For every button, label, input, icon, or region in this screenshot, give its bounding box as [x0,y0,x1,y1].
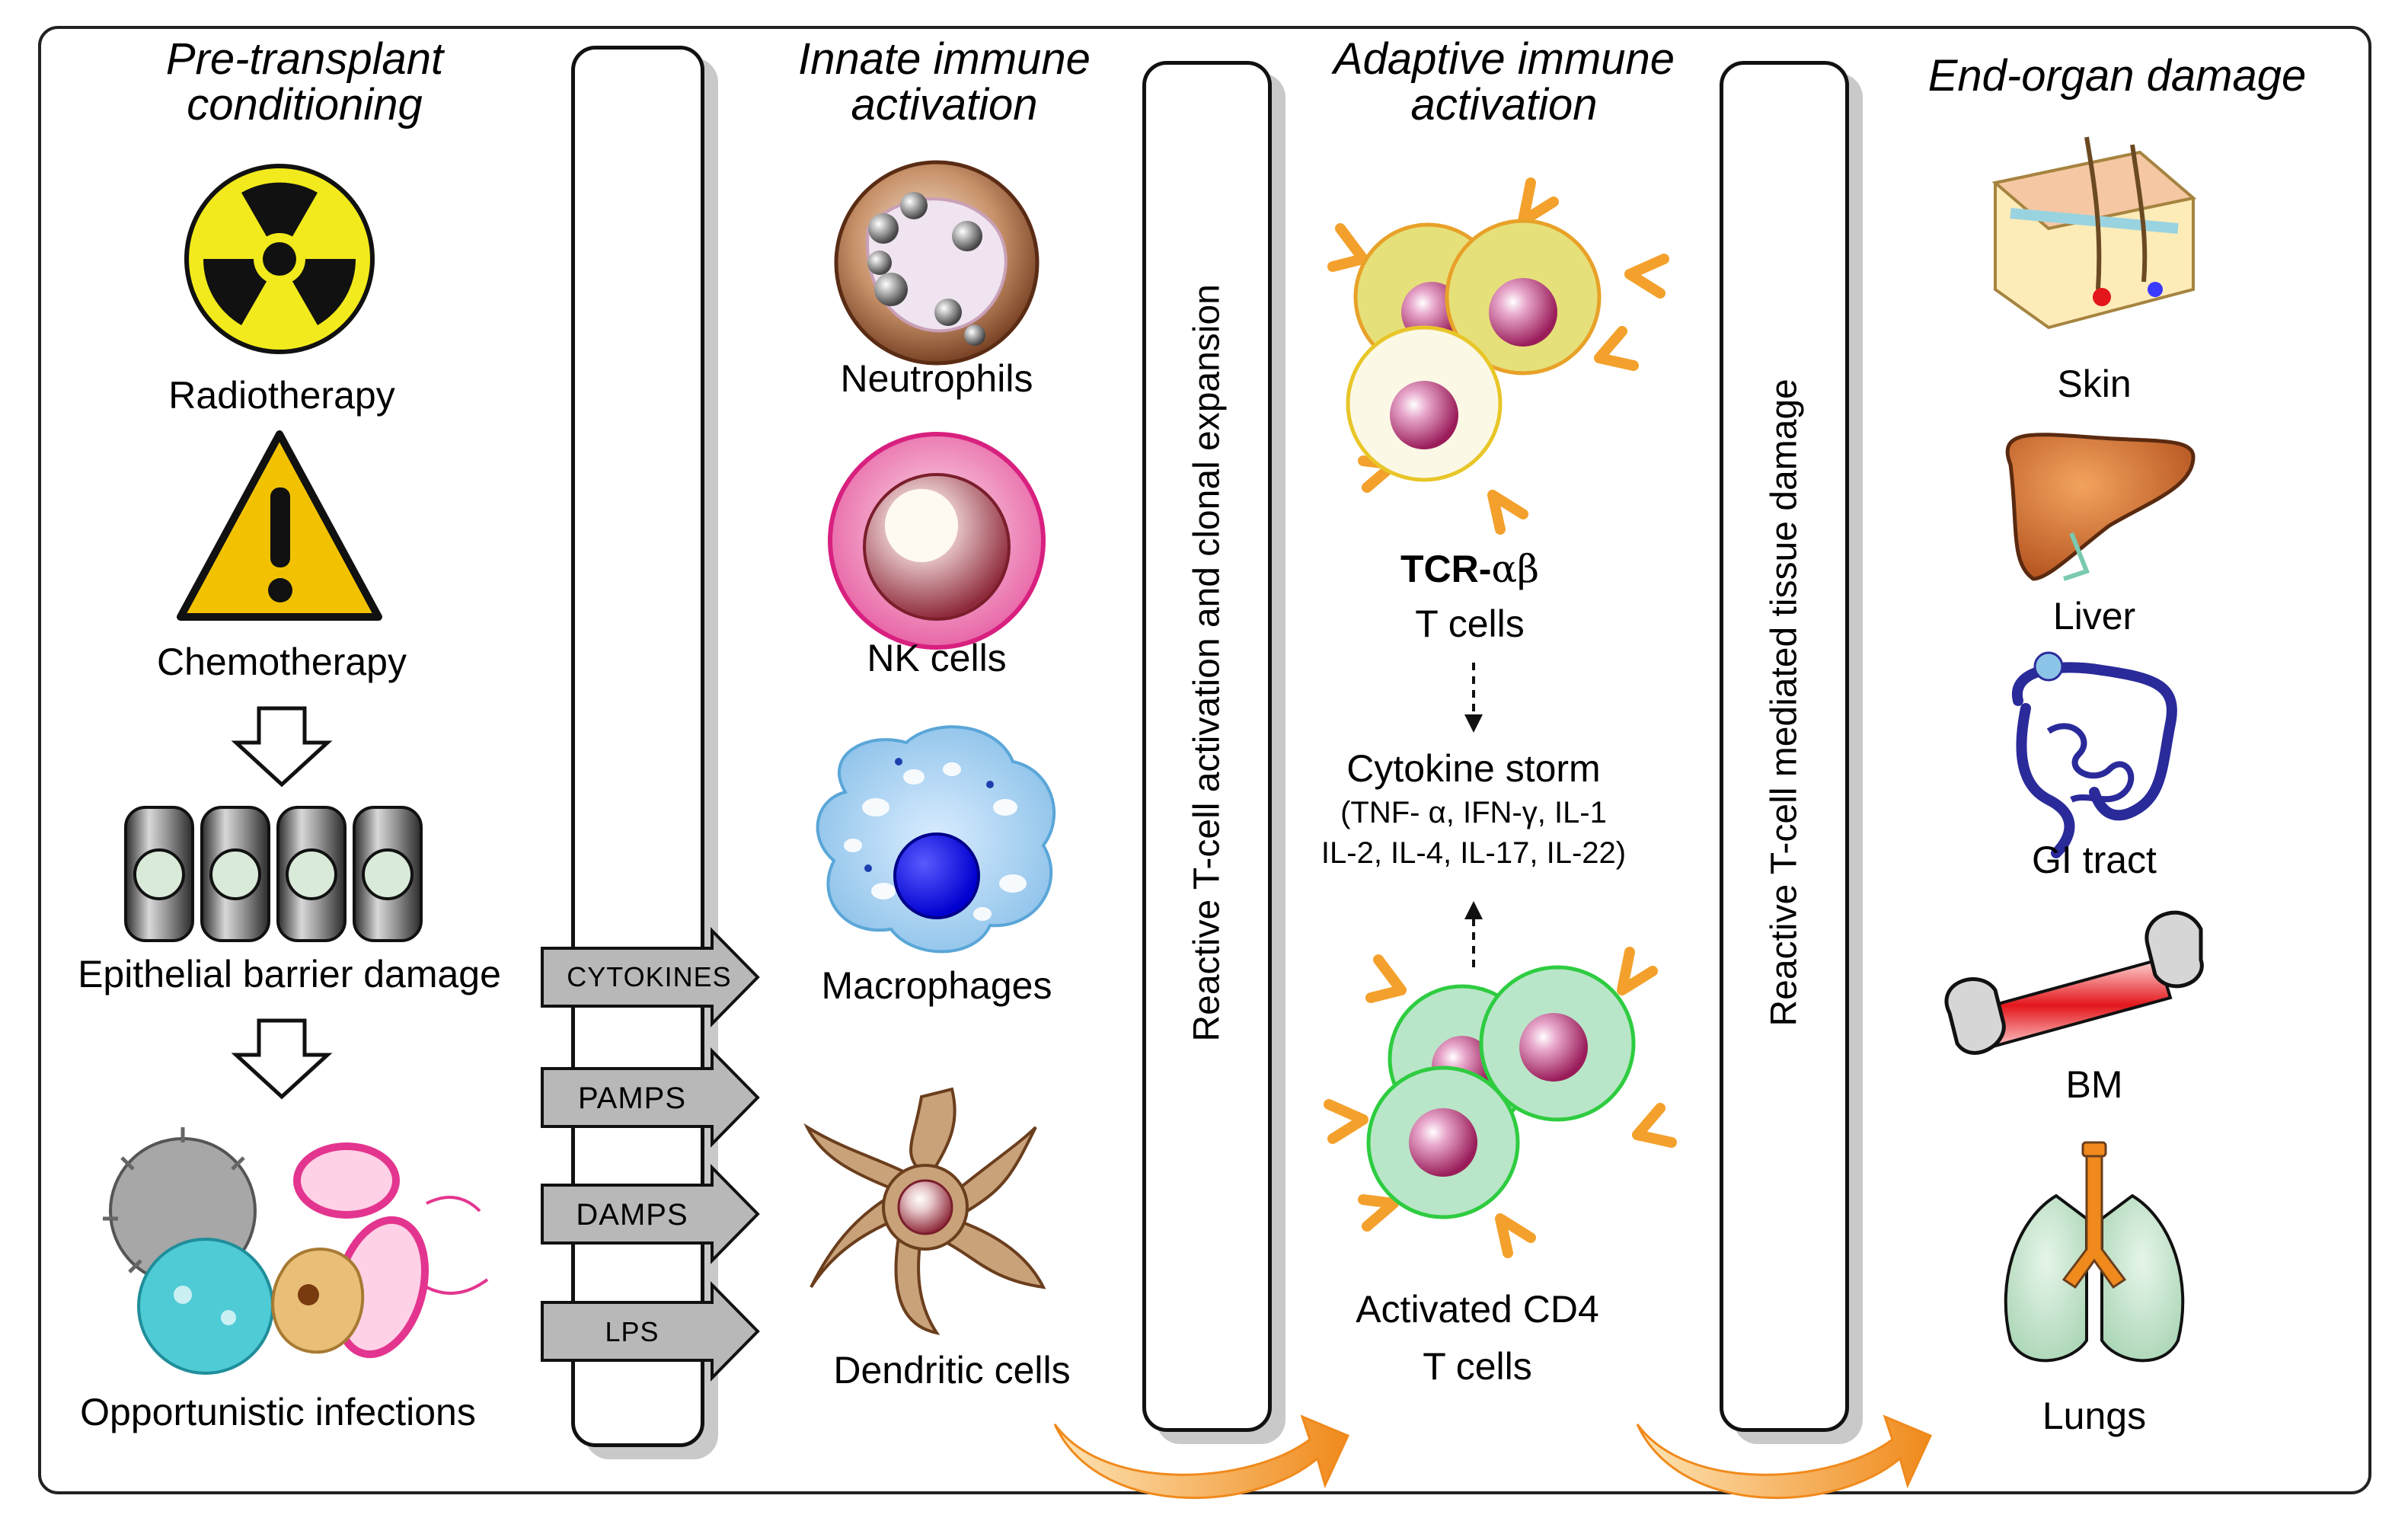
label-opportunistic-infections: Opportunistic infections [80,1391,476,1433]
nk-cell-icon [828,432,1046,650]
warning-icon [177,430,382,621]
gi-tract-icon [2011,651,2177,858]
label-cytokine-list-1: (TNF- α, IFN-γ, IL-1 [1340,796,1607,829]
dendritic-cell-icon [803,1087,1046,1335]
macrophage-icon [816,725,1056,954]
heading-pretransplant: Pre-transplant conditioning [129,37,480,128]
label-tcr-prefix: TCR- [1400,548,1492,590]
pathogens-icon [103,1127,489,1375]
down-arrow-icon [231,706,333,788]
flow-arrow-2 [1636,1414,1933,1500]
flow-arrow-1 [1053,1414,1350,1500]
heading-end-organ: End-organ damage [1927,51,2307,101]
label-lungs: Lungs [2042,1395,2147,1437]
label-neutrophils: Neutrophils [840,357,1033,400]
signal-arrow-lps [541,1281,760,1382]
heading-pretransplant-text: Pre-transplant conditioning [165,34,444,129]
label-cytokine-storm: Cytokine storm [1346,747,1601,790]
label-tcr-t-cells-line2: T cells [1415,602,1525,645]
label-lps: LPS [605,1316,659,1347]
tcr-t-cells-icon [1327,177,1669,535]
neutrophil-icon [834,160,1040,366]
label-activated-cd4: Activated CD4 [1356,1288,1599,1331]
dashed-arrow-up [1464,901,1483,967]
label-macrophages: Macrophages [821,964,1052,1007]
heading-adaptive-text: Adaptive immune activation [1333,34,1675,129]
label-nk-cells: NK cells [867,637,1007,679]
label-cytokines: CYTOKINES [567,961,732,992]
label-tcr-t-cells: TCR-αβ [1340,547,1599,591]
lungs-icon [2004,1141,2185,1363]
liver-icon [2005,433,2196,581]
label-radiotherapy: Radiotherapy [168,374,395,417]
signal-arrow-pamps [541,1047,760,1148]
label-activated-cd4-line2: T cells [1423,1345,1532,1388]
label-skin: Skin [2057,363,2132,405]
skin-icon [1991,136,2197,330]
label-bm: BM [2065,1063,2123,1106]
signal-arrow-cytokines [541,927,760,1027]
cd4-t-cells-icon [1324,947,1677,1258]
label-gi-tract: GI tract [2032,839,2157,881]
label-dendritic-cells: Dendritic cells [833,1349,1071,1392]
radiation-icon [184,164,375,354]
label-liver: Liver [2052,595,2136,637]
signal-arrow-damps [541,1164,760,1264]
label-pamps: PAMPS [577,1082,687,1115]
label-cytokine-list-2: IL-2, IL-4, IL-17, IL-22) [1321,836,1627,870]
label-damps: DAMPS [576,1198,688,1232]
heading-adaptive: Adaptive immune activation [1287,37,1721,128]
label-chemotherapy: Chemotherapy [157,641,407,683]
epithelial-cells-icon [124,806,423,942]
heading-innate-text: Innate immune activation [798,34,1091,129]
label-tcr-greek: αβ [1491,547,1540,591]
bone-marrow-icon [1944,910,2204,1055]
label-epithelial-damage: Epithelial barrier damage [78,953,501,995]
bar-tcell-activation [1142,61,1272,1432]
heading-innate: Innate immune activation [754,37,1135,128]
dashed-arrow-down [1464,663,1483,733]
down-arrow-icon [231,1018,333,1100]
bar-tissue-damage [1720,61,1849,1432]
